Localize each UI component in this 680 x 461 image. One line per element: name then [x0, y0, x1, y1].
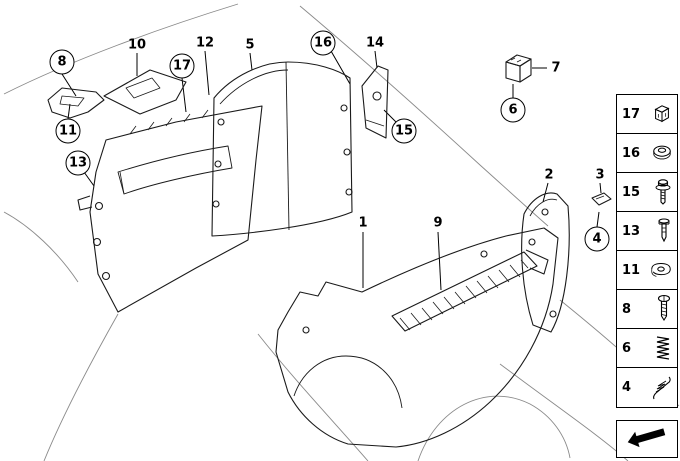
legend-item-6[interactable]: 6 — [617, 329, 677, 368]
callout-9[interactable]: 9 — [433, 215, 443, 231]
screw-washer-icon — [653, 178, 673, 206]
rivet-icon — [655, 217, 673, 245]
back-arrow-icon — [625, 423, 669, 455]
tension-spring-icon — [649, 374, 673, 402]
legend-item-label: 4 — [622, 380, 632, 395]
screw-icon — [655, 294, 673, 324]
legend-item-16[interactable]: 16 — [617, 134, 677, 173]
legend-item-label: 8 — [622, 301, 632, 317]
callout-10[interactable]: 10 — [127, 37, 147, 53]
legend-item-8[interactable]: 8 — [617, 290, 677, 329]
callout-5[interactable]: 5 — [245, 37, 255, 53]
trim-parts-artwork — [47, 54, 612, 448]
legend-item-label: 6 — [622, 340, 632, 356]
callout-8[interactable]: 8 — [49, 49, 75, 75]
legend-item-15[interactable]: 15 — [617, 173, 677, 212]
grommet-icon — [651, 142, 673, 164]
clip-icon — [651, 102, 673, 126]
legend-item-label: 11 — [622, 262, 641, 278]
leader-lines — [61, 50, 602, 291]
callout-7[interactable]: 7 — [551, 60, 561, 76]
legend-item-label: 13 — [622, 223, 641, 239]
speed-nut-icon — [649, 260, 673, 280]
callout-6[interactable]: 6 — [500, 97, 526, 123]
callout-16[interactable]: 16 — [310, 30, 336, 56]
callout-1[interactable]: 1 — [358, 215, 368, 231]
legend-item-label: 16 — [622, 145, 641, 161]
callout-2[interactable]: 2 — [544, 167, 554, 183]
legend-item-17[interactable]: 17 — [617, 95, 677, 134]
callout-13[interactable]: 13 — [65, 150, 91, 176]
callout-11[interactable]: 11 — [55, 118, 81, 144]
callout-3[interactable]: 3 — [595, 167, 605, 183]
callout-17[interactable]: 17 — [169, 53, 195, 79]
fastener-legend: 17 16 15 13 11 — [616, 94, 678, 408]
callout-12[interactable]: 12 — [195, 35, 215, 51]
back-navigation-button[interactable] — [616, 420, 678, 458]
callout-14[interactable]: 14 — [365, 35, 385, 51]
legend-item-4[interactable]: 4 — [617, 368, 677, 407]
legend-item-label: 17 — [622, 106, 641, 122]
car-body-outline — [3, 3, 680, 461]
spring-icon — [653, 334, 673, 362]
legend-item-13[interactable]: 13 — [617, 212, 677, 251]
legend-item-label: 15 — [622, 184, 641, 200]
callout-15[interactable]: 15 — [391, 118, 417, 144]
legend-item-11[interactable]: 11 — [617, 251, 677, 290]
callout-4[interactable]: 4 — [584, 226, 610, 252]
